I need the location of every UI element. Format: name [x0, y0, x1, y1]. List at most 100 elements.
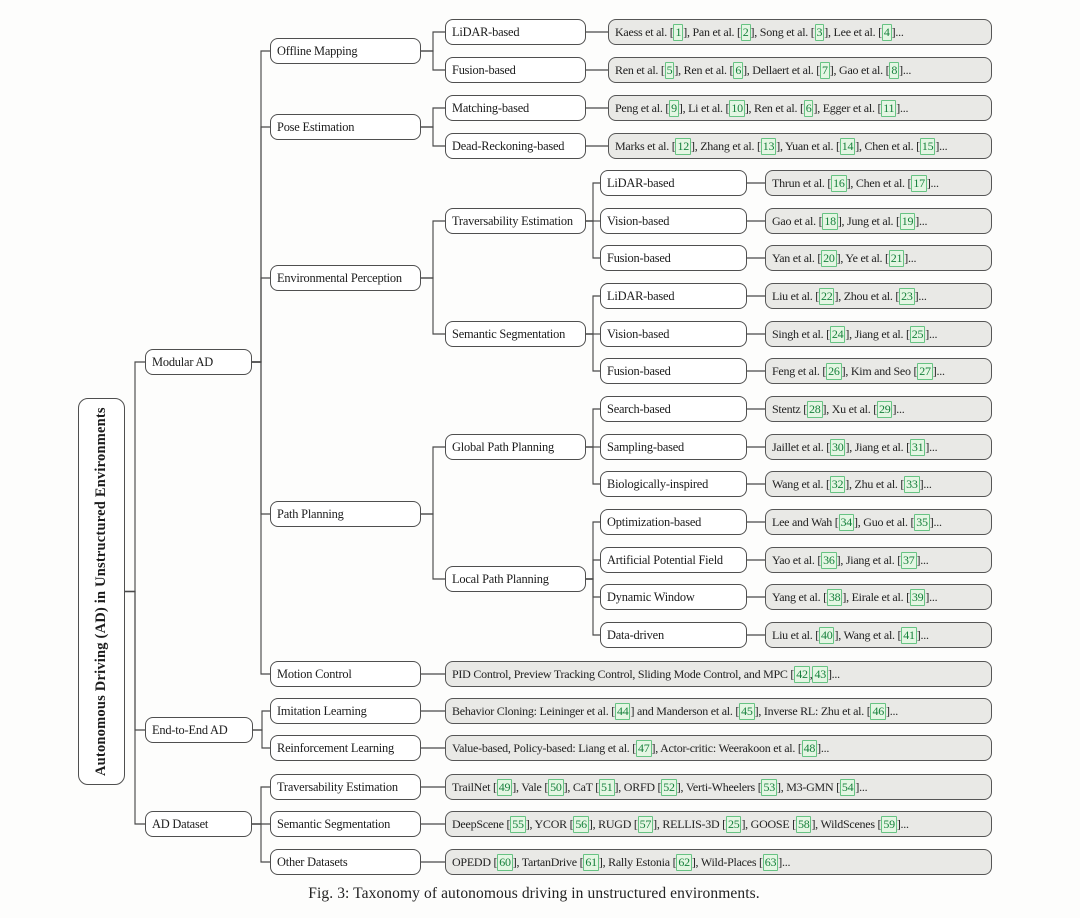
citation-ref-link[interactable]: 11 [881, 99, 897, 117]
citation-ref-link[interactable]: 13 [760, 137, 777, 155]
citation-ref-link[interactable]: 8 [889, 61, 900, 79]
citation-ref-link[interactable]: 35 [914, 513, 930, 531]
citations-traversability-vision: Gao et al. [18], Jung et al. [19]... [765, 208, 992, 234]
node-dataset-semantic-segmentation: Semantic Segmentation [270, 811, 421, 837]
citation-ref-link[interactable]: 57 [637, 815, 654, 833]
citation-ref-link[interactable]: 59 [881, 815, 897, 833]
citations-imitation-learning: Behavior Cloning: Leininger et al. [44] … [445, 698, 992, 724]
citation-ref-link[interactable]: 25 [909, 325, 926, 343]
citation-ref-link[interactable]: 15 [919, 137, 936, 155]
citation-ref-link[interactable]: 5 [664, 61, 675, 79]
citation-ref-link[interactable]: 7 [820, 61, 830, 79]
citation-ref-link[interactable]: 47 [636, 739, 652, 757]
citations-reinforcement-learning: Value-based, Policy-based: Liang et al. … [445, 735, 992, 761]
citation-ref-link[interactable]: 22 [818, 287, 835, 305]
citation-ref-link[interactable]: 51 [599, 778, 615, 796]
citation-ref-link[interactable]: 58 [795, 815, 812, 833]
node-segmentation-lidar-based: LiDAR-based [600, 283, 747, 309]
citation-ref-link[interactable]: 10 [729, 99, 745, 117]
citation-ref-link[interactable]: 6 [733, 61, 744, 79]
citations-segmentation-fusion: Feng et al. [26], Kim and Seo [27]... [765, 358, 992, 384]
citation-ref-link[interactable]: 16 [831, 174, 847, 192]
citations-motion-control: PID Control, Preview Tracking Control, S… [445, 661, 992, 687]
citation-ref-link[interactable]: 32 [829, 475, 846, 493]
citation-ref-link[interactable]: 42 [794, 665, 810, 683]
node-modular-ad: Modular AD [145, 349, 252, 375]
citations-dataset-traversability: TrailNet [49], Vale [50], CaT [51], ORFD… [445, 774, 992, 800]
citations-traversability-fusion: Yan et al. [20], Ye et al. [21]... [765, 245, 992, 271]
node-imitation-learning: Imitation Learning [270, 698, 421, 724]
citation-ref-link[interactable]: 43 [812, 665, 828, 683]
node-global-path-planning: Global Path Planning [445, 434, 586, 460]
citation-ref-link[interactable]: 12 [675, 137, 691, 155]
citations-sampling-based: Jaillet et al. [30], Jiang et al. [31]..… [765, 434, 992, 460]
citation-ref-link[interactable]: 45 [739, 702, 755, 720]
citations-search-based: Stentz [28], Xu et al. [29]... [765, 396, 992, 422]
root-node: Autonomous Driving (AD) in Unstructured … [78, 398, 125, 785]
citation-ref-link[interactable]: 44 [614, 702, 631, 720]
citation-ref-link[interactable]: 25 [725, 815, 742, 833]
citation-ref-link[interactable]: 62 [676, 853, 692, 871]
node-segmentation-vision-based: Vision-based [600, 321, 747, 347]
node-local-path-planning: Local Path Planning [445, 566, 586, 592]
node-biologically-inspired: Biologically-inspired [600, 471, 747, 497]
citation-ref-link[interactable]: 4 [881, 23, 892, 41]
node-optimization-based: Optimization-based [600, 509, 747, 535]
citation-ref-link[interactable]: 60 [497, 853, 513, 871]
citation-ref-link[interactable]: 21 [888, 249, 905, 267]
citation-ref-link[interactable]: 2 [740, 23, 751, 41]
citation-ref-link[interactable]: 46 [870, 702, 886, 720]
citation-ref-link[interactable]: 28 [807, 400, 823, 418]
citation-ref-link[interactable]: 37 [901, 551, 917, 569]
citations-segmentation-vision: Singh et al. [24], Jiang et al. [25]... [765, 321, 992, 347]
citation-ref-link[interactable]: 27 [917, 362, 933, 380]
citation-ref-link[interactable]: 1 [673, 23, 684, 41]
citation-ref-link[interactable]: 26 [826, 362, 842, 380]
citation-ref-link[interactable]: 55 [510, 815, 526, 833]
citation-ref-link[interactable]: 39 [909, 588, 926, 606]
node-artificial-potential-field: Artificial Potential Field [600, 547, 747, 573]
citations-dynamic-window: Yang et al. [38], Eirale et al. [39]... [765, 584, 992, 610]
citation-ref-link[interactable]: 19 [899, 212, 916, 230]
citation-ref-link[interactable]: 52 [661, 778, 677, 796]
citation-ref-link[interactable]: 24 [829, 325, 846, 343]
citation-ref-link[interactable]: 36 [821, 551, 837, 569]
citation-ref-link[interactable]: 53 [761, 778, 777, 796]
citation-ref-link[interactable]: 6 [803, 99, 814, 117]
node-traversability-lidar-based: LiDAR-based [600, 170, 747, 196]
node-traversability-estimation: Traversability Estimation [445, 208, 586, 234]
citation-ref-link[interactable]: 9 [669, 99, 679, 117]
citation-ref-link[interactable]: 17 [911, 174, 927, 192]
citation-ref-link[interactable]: 49 [496, 778, 513, 796]
citation-ref-link[interactable]: 14 [839, 137, 856, 155]
node-motion-control: Motion Control [270, 661, 421, 687]
citation-ref-link[interactable]: 50 [548, 778, 564, 796]
citation-ref-link[interactable]: 31 [909, 438, 926, 456]
citation-ref-link[interactable]: 3 [814, 23, 825, 41]
node-search-based: Search-based [600, 396, 747, 422]
citation-ref-link[interactable]: 29 [876, 400, 893, 418]
citation-ref-link[interactable]: 34 [838, 513, 855, 531]
citation-ref-link[interactable]: 61 [583, 853, 599, 871]
citation-ref-link[interactable]: 30 [829, 438, 846, 456]
citation-ref-link[interactable]: 48 [801, 739, 818, 757]
node-other-datasets: Other Datasets [270, 849, 421, 875]
citation-ref-link[interactable]: 63 [762, 853, 779, 871]
citation-ref-link[interactable]: 33 [904, 475, 920, 493]
citation-ref-link[interactable]: 20 [821, 249, 837, 267]
citation-ref-link[interactable]: 18 [822, 212, 838, 230]
citation-ref-link[interactable]: 54 [839, 778, 856, 796]
citation-ref-link[interactable]: 56 [573, 815, 589, 833]
citations-offline-mapping-fusion: Ren et al. [5], Ren et al. [6], Dellaert… [608, 57, 992, 83]
citation-ref-link[interactable]: 40 [818, 626, 835, 644]
node-dead-reckoning-based: Dead-Reckoning-based [445, 133, 586, 159]
citation-ref-link[interactable]: 41 [901, 626, 917, 644]
citation-ref-link[interactable]: 38 [826, 588, 843, 606]
citations-biologically-inspired: Wang et al. [32], Zhu et al. [33]... [765, 471, 992, 497]
node-offline-mapping: Offline Mapping [270, 38, 421, 64]
node-segmentation-fusion-based: Fusion-based [600, 358, 747, 384]
citation-ref-link[interactable]: 23 [899, 287, 915, 305]
node-end-to-end-ad: End-to-End AD [145, 717, 253, 743]
